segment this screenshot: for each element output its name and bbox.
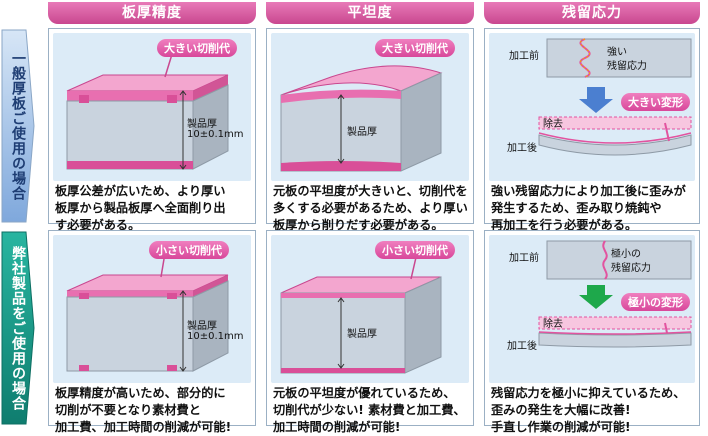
after-processing-label: 加工後 (507, 341, 537, 352)
badge-small-cut-allowance: 小さい切削代 (375, 241, 455, 259)
badge-large-cut-allowance: 大きい切削代 (375, 39, 455, 57)
stress-label-line2: 残留応力 (611, 263, 651, 274)
cell-ours-thickness: 小さい切削代 製品厚 10±0.1mm 板厚精度が高いため、部分的に 切削が不要… (48, 230, 256, 434)
tolerance-label: 10±0.1mm (187, 331, 244, 342)
after-processing-label: 加工後 (507, 143, 537, 154)
badge-small-cut-allowance: 小さい切削代 (149, 241, 229, 259)
row-label-ours-text: 弊社製品をご使用の場合 (10, 245, 26, 411)
figure-ours-thickness: 小さい切削代 製品厚 10±0.1mm (53, 235, 251, 383)
product-thickness-label: 製品厚 (347, 127, 377, 138)
column-header-residual: 残留応力 (484, 2, 700, 24)
badge-large-deformation: 大きい変形 (621, 93, 690, 111)
desc-general-flatness: 元板の平坦度が大きいと、切削代を 多くする必要があるため、より厚い 板厚から削り… (273, 184, 468, 232)
badge-minimal-deformation: 極小の変形 (621, 293, 690, 311)
column-header-thickness: 板厚精度 (48, 2, 256, 24)
product-thickness-label: 製品厚 (187, 119, 217, 130)
before-processing-label: 加工前 (509, 51, 539, 62)
column-header-flatness: 平坦度 (266, 2, 474, 24)
cell-general-thickness: 大きい切削代 製品厚 10±0.1mm 板厚公差が広いため、より厚い 板厚から製… (48, 28, 256, 232)
product-thickness-label: 製品厚 (187, 321, 217, 332)
cell-ours-flatness: 小さい切削代 製品厚 元板の平坦度が優れているため、 切削代が少ない! 素材費と… (266, 230, 474, 434)
stress-label-line1: 極小の (611, 249, 641, 260)
before-processing-label: 加工前 (509, 253, 539, 264)
row-label-ours: 弊社製品をご使用の場合 (0, 230, 36, 426)
cell-ours-residual: 加工前 極小の 残留応力 除去 加工後 極小の変形 残留応力を極小に抑えているた… (484, 230, 700, 434)
removal-label: 除去 (543, 119, 563, 130)
desc-ours-thickness: 板厚精度が高いため、部分的に 切削が不要となり素材費と 加工費、加工時間の削減が… (55, 386, 232, 434)
tolerance-label: 10±0.1mm (187, 129, 244, 140)
cell-general-flatness: 大きい切削代 製品厚 元板の平坦度が大きいと、切削代を 多くする必要があるため、… (266, 28, 474, 232)
figure-general-residual: 加工前 強い 残留応力 除去 加工後 大きい変形 (489, 33, 695, 181)
row-label-general: 一般厚板ご使用の場合 (0, 28, 36, 224)
desc-general-residual: 強い残留応力により加工後に歪みが 発生するため、歪み取り焼鈍や 再加工を行う必要… (491, 184, 686, 232)
figure-general-flatness: 大きい切削代 製品厚 (271, 33, 469, 181)
desc-general-thickness: 板厚公差が広いため、より厚い 板厚から製品板厚へ全面削り出 す必要がある。 (55, 184, 226, 232)
stress-label-line1: 強い (607, 47, 627, 58)
desc-ours-residual: 残留応力を極小に抑えているため、 歪みの発生を大幅に改善! 手直し作業の削減が可… (491, 386, 686, 434)
row-label-general-text: 一般厚板ご使用の場合 (10, 51, 26, 201)
stress-label-line2: 残留応力 (607, 61, 647, 72)
badge-large-cut-allowance: 大きい切削代 (157, 39, 237, 57)
removal-label: 除去 (543, 319, 563, 330)
figure-ours-flatness: 小さい切削代 製品厚 (271, 235, 469, 383)
desc-ours-flatness: 元板の平坦度が優れているため、 切削代が少ない! 素材費と加工費、 加工時間の削… (273, 386, 466, 434)
cell-general-residual: 加工前 強い 残留応力 除去 加工後 大きい変形 強い残留応力により加工後に歪み… (484, 28, 700, 232)
figure-general-thickness: 大きい切削代 製品厚 10±0.1mm (53, 33, 251, 181)
product-thickness-label: 製品厚 (347, 329, 377, 340)
figure-ours-residual: 加工前 極小の 残留応力 除去 加工後 極小の変形 (489, 235, 695, 383)
